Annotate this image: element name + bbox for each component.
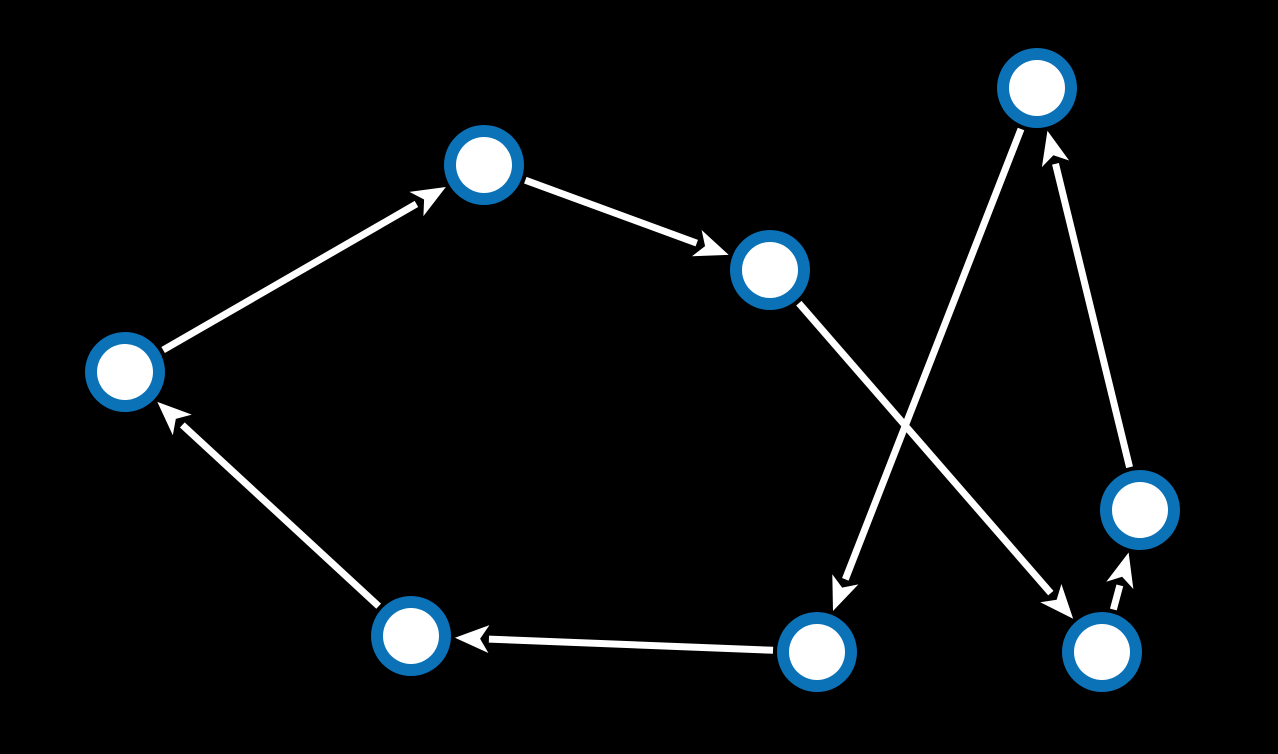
edge-layer [157, 127, 1134, 654]
graph-edge-shaft [524, 176, 698, 247]
graph-edge-arrowhead [832, 574, 859, 612]
graph-node-core[interactable] [1009, 60, 1065, 116]
graph-node[interactable] [371, 596, 451, 676]
graph-edge-arrowhead [157, 401, 192, 436]
graph-edge-shaft [796, 300, 1054, 596]
graph-edge-shaft [179, 422, 382, 609]
graph-node-core[interactable] [456, 137, 512, 193]
graph-node-core[interactable] [1112, 482, 1168, 538]
graph-node-core[interactable] [97, 344, 153, 400]
graph-edge-shaft [1109, 584, 1124, 611]
graph-node-core[interactable] [1074, 624, 1130, 680]
graph-edge-arrowhead [1040, 583, 1074, 619]
graph-edge-arrowhead [691, 229, 729, 257]
graph-node[interactable] [1062, 612, 1142, 692]
graph-node[interactable] [444, 125, 524, 205]
graph-node[interactable] [1100, 470, 1180, 550]
graph-edge-shaft [1052, 162, 1133, 469]
graph-edge-shaft [161, 200, 419, 354]
graph-edge-arrowhead [454, 625, 490, 654]
graph-edge-arrowhead [409, 186, 446, 217]
node-layer [85, 48, 1180, 692]
graph-node[interactable] [777, 612, 857, 692]
graph-edge-arrowhead [1041, 130, 1070, 168]
graph-edge-arrowhead [1106, 552, 1134, 589]
graph-node-core[interactable] [383, 608, 439, 664]
graph-node[interactable] [997, 48, 1077, 128]
graph-edge-shaft [488, 635, 774, 654]
graph-node[interactable] [730, 230, 810, 310]
graph-edge-shaft [842, 127, 1025, 581]
graph-node-core[interactable] [742, 242, 798, 298]
graph-node-core[interactable] [789, 624, 845, 680]
graph-node[interactable] [85, 332, 165, 412]
